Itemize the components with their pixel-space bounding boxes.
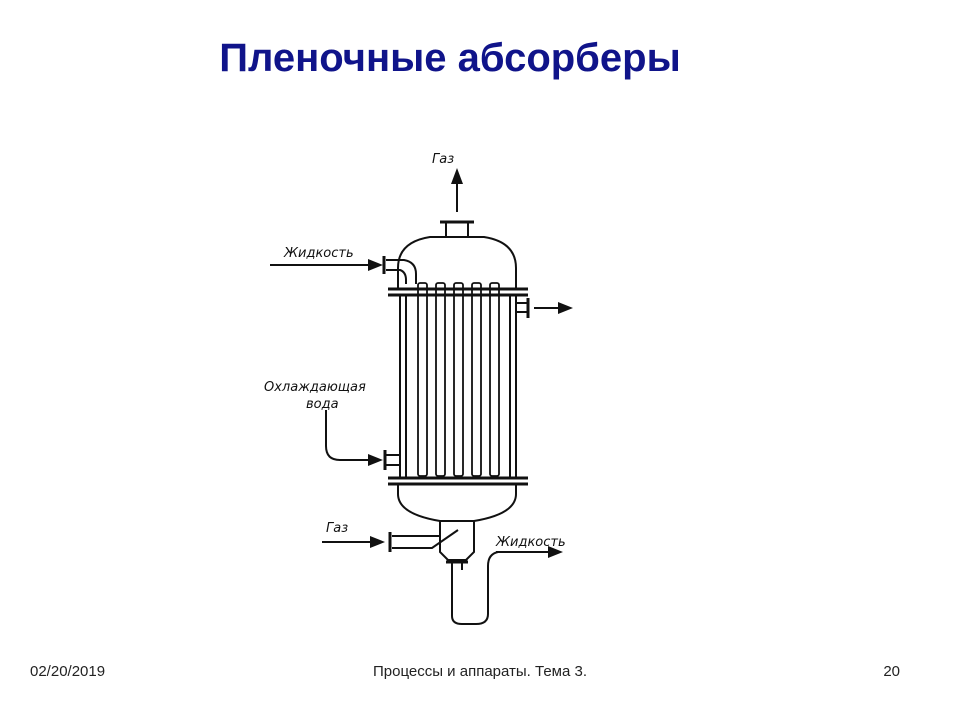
bottom-head <box>397 484 517 522</box>
top-head <box>397 236 517 288</box>
bottom-drain <box>439 521 499 625</box>
label-cooling-water-1: Охлаждающая <box>264 380 366 395</box>
cooling-water-inlet-arrow <box>325 410 383 466</box>
slide-title: Пленочные абсорберы <box>0 36 900 81</box>
footer-date: 02/20/2019 <box>30 663 106 680</box>
gas-inlet-arrow <box>322 536 385 548</box>
slide-title-text: Пленочные абсорберы <box>219 36 681 80</box>
bottom-flange <box>388 476 528 486</box>
cooling-water-outlet-arrow <box>534 302 573 314</box>
cooling-water-inlet-nozzle <box>383 450 400 470</box>
label-liquid-in: Жидкость <box>283 246 354 261</box>
shell <box>399 295 517 478</box>
cooling-water-outlet-nozzle <box>516 298 530 318</box>
film-tubes <box>417 282 500 477</box>
footer-page-number: 20 <box>883 663 900 680</box>
liquid-outlet-arrow <box>496 546 563 558</box>
top-flange <box>388 287 528 297</box>
gas-inlet-pipe <box>388 529 459 552</box>
label-liquid-out: Жидкость <box>495 535 566 550</box>
top-nozzle <box>440 220 474 236</box>
label-gas-out: Газ <box>432 152 454 167</box>
gas-outlet-arrow <box>451 168 463 212</box>
liquid-inlet-pipe <box>382 256 417 284</box>
liquid-inlet-arrow <box>270 259 383 271</box>
footer-topic: Процессы и аппараты. Тема 3. <box>373 663 587 680</box>
label-cooling-water-2: вода <box>306 397 339 412</box>
label-gas-in: Газ <box>326 521 348 536</box>
